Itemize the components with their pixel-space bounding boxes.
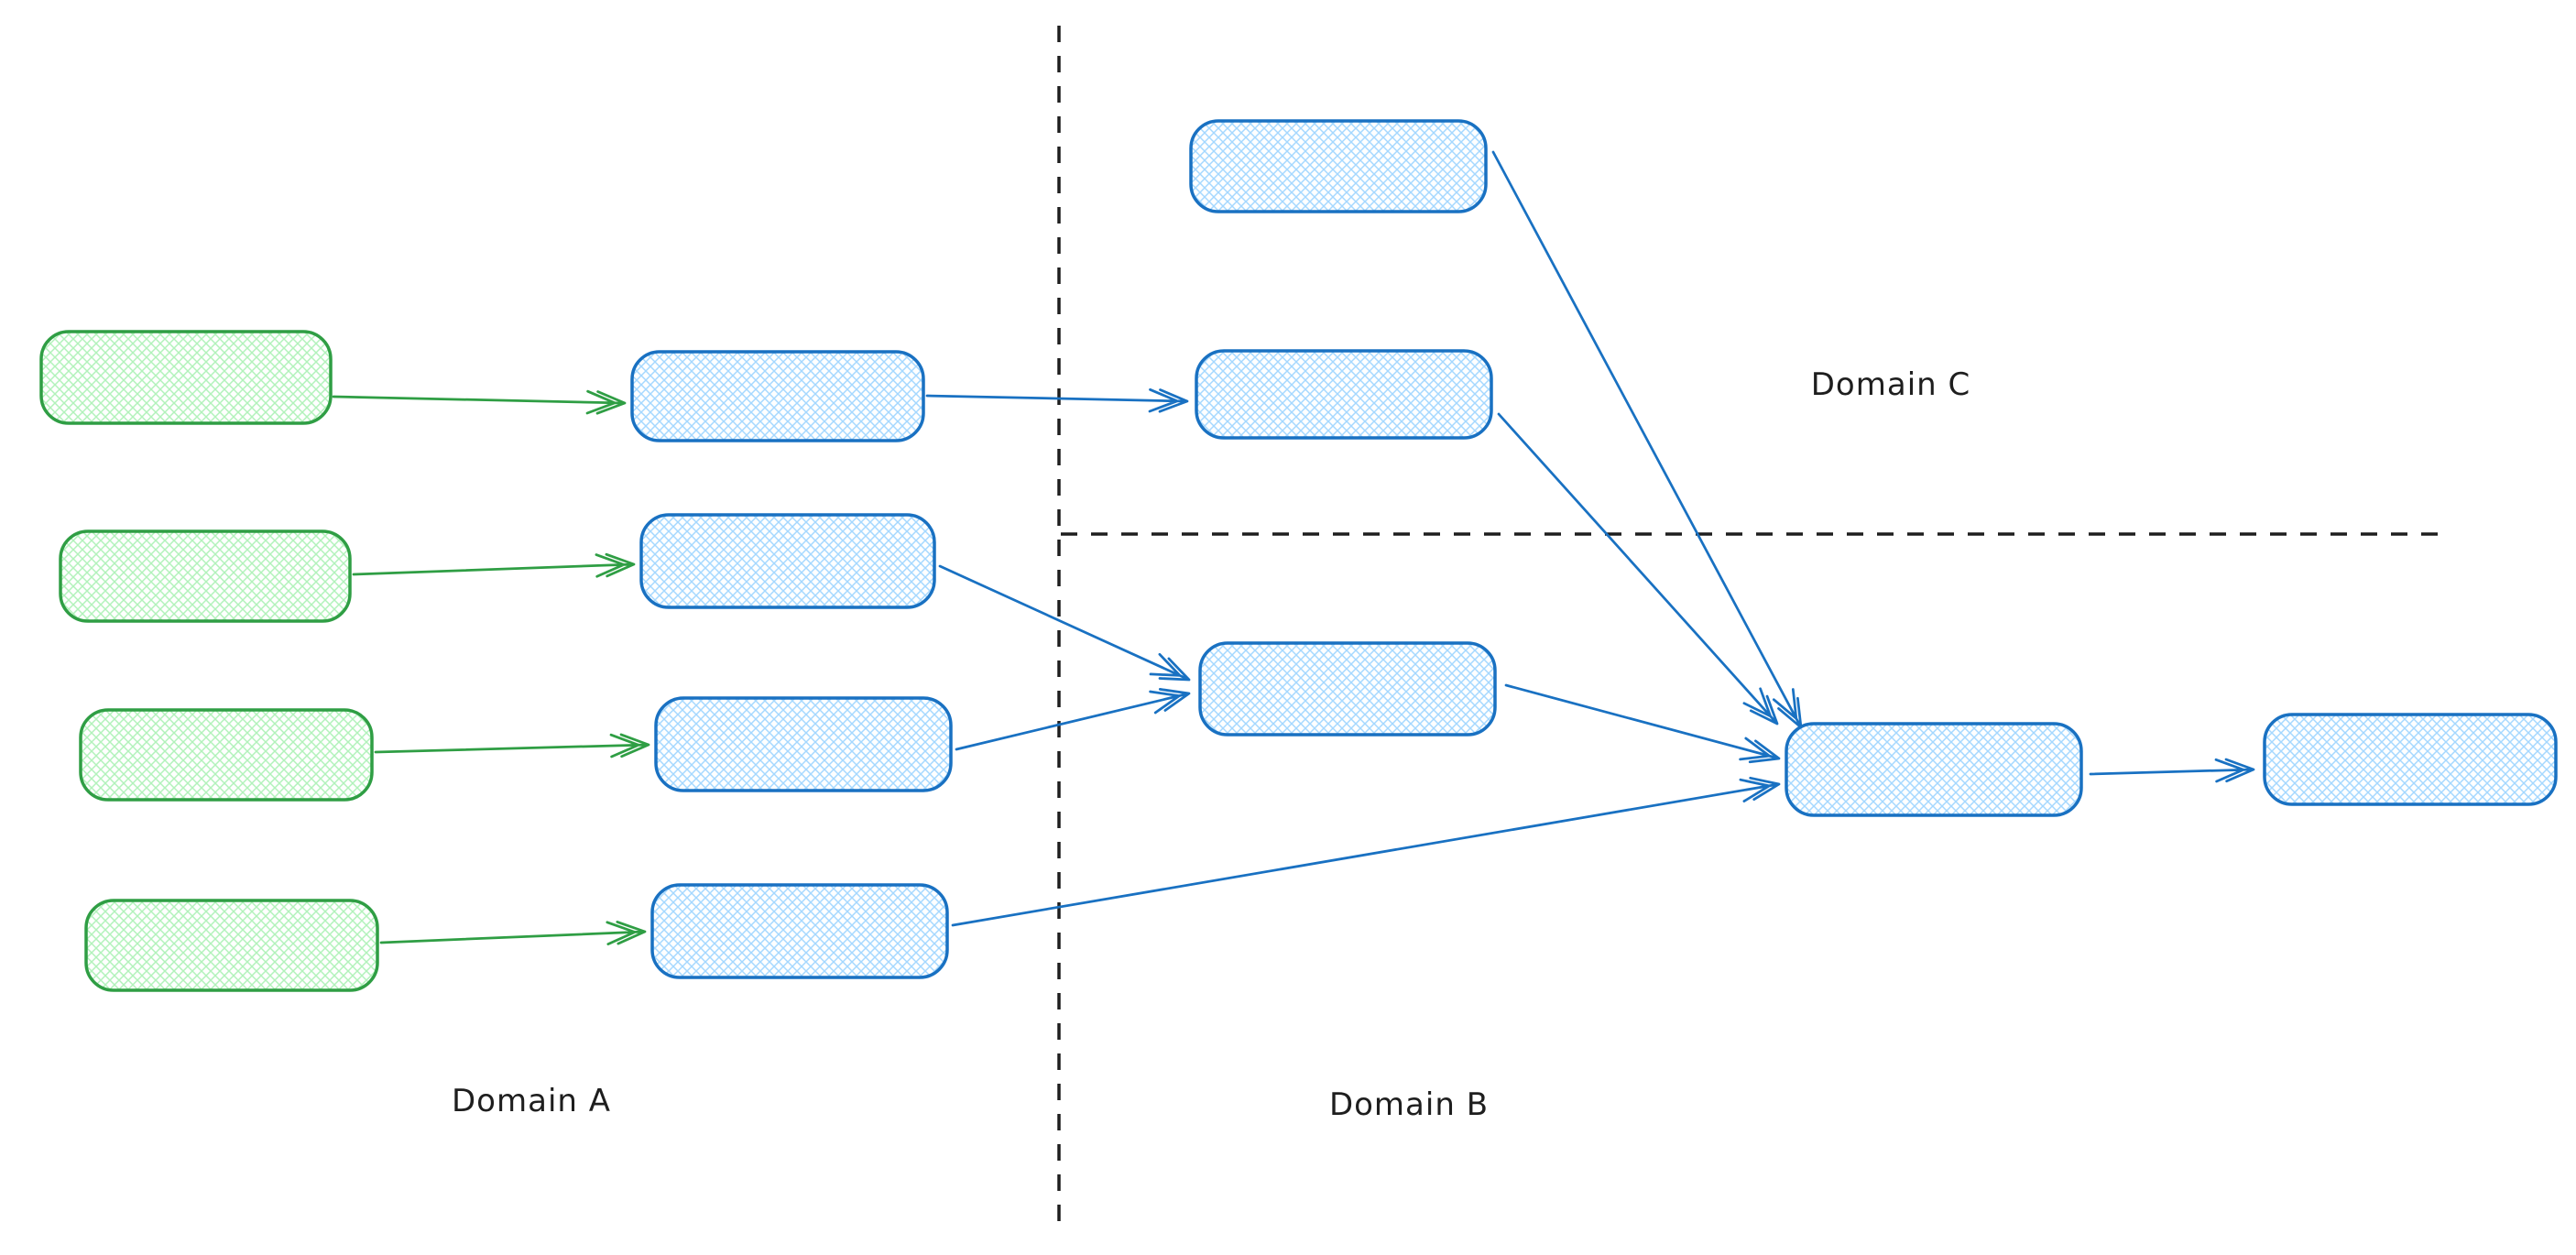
node-blue-top[interactable] (1189, 119, 1488, 213)
edge-green1-to-a1[interactable] (332, 389, 627, 415)
node-green-3[interactable] (79, 708, 374, 802)
edge-green2-to-a2[interactable] (352, 552, 636, 578)
edges-layer (332, 150, 2255, 945)
node-green-4[interactable] (84, 899, 379, 992)
labels-layer: Domain A Domain B Domain C (452, 366, 1970, 1123)
dividers-layer (1057, 26, 2446, 1235)
edge-top-to-hub[interactable] (1491, 150, 1803, 729)
node-blue-a2[interactable] (639, 513, 936, 609)
node-blue-a1[interactable] (630, 350, 925, 442)
nodes-layer (39, 119, 2558, 992)
edge-a4-to-hub[interactable] (951, 776, 1781, 927)
node-green-2[interactable] (59, 529, 352, 623)
edge-hub-to-end[interactable] (2089, 758, 2255, 783)
node-blue-hub[interactable] (1785, 722, 2083, 817)
node-green-1[interactable] (39, 330, 333, 425)
node-blue-a3[interactable] (654, 696, 953, 792)
edge-green3-to-a3[interactable] (374, 733, 650, 758)
edge-b1-to-hub[interactable] (1497, 412, 1779, 726)
edge-green4-to-a4[interactable] (379, 921, 647, 945)
node-blue-a4[interactable] (650, 883, 949, 979)
domain-b-label[interactable]: Domain B (1329, 1086, 1489, 1123)
domain-c-label[interactable]: Domain C (1811, 366, 1970, 403)
node-blue-end[interactable] (2263, 713, 2558, 806)
node-blue-mid[interactable] (1198, 641, 1497, 737)
node-blue-b1[interactable] (1195, 349, 1493, 440)
domain-a-label[interactable]: Domain A (452, 1083, 611, 1119)
edge-mid-to-hub[interactable] (1504, 683, 1781, 764)
edge-a2-to-mid[interactable] (938, 564, 1191, 682)
edge-a1-to-b1[interactable] (925, 387, 1189, 413)
edge-a3-to-mid[interactable] (955, 688, 1191, 751)
